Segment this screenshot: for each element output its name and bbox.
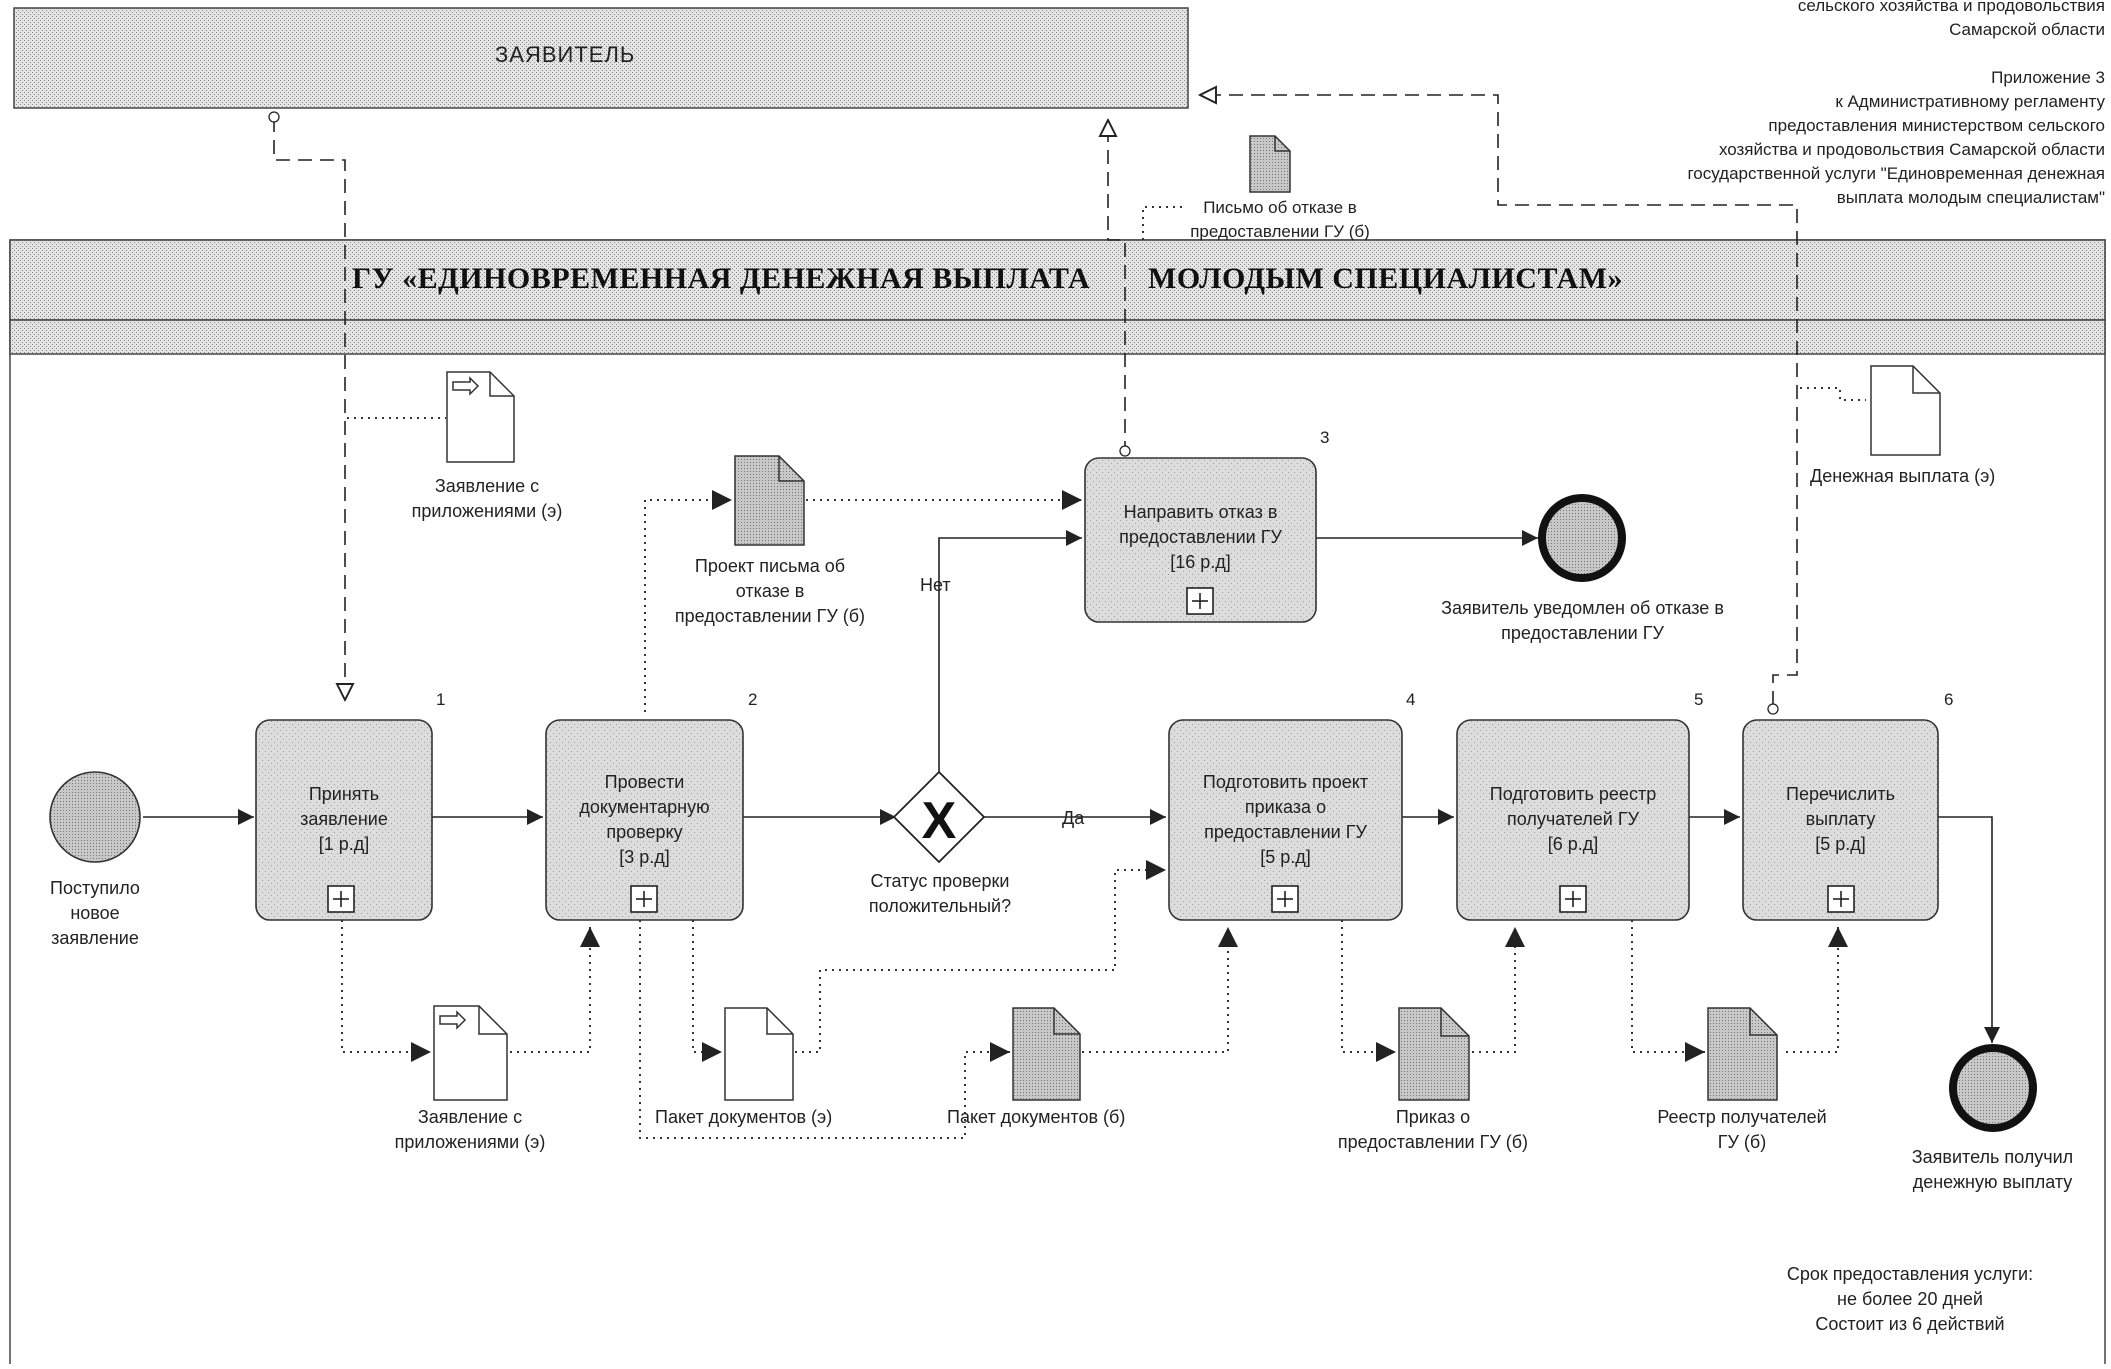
doc-app-top [446,371,515,463]
doc-order [1398,1007,1470,1101]
plus-icon [1271,885,1299,913]
task-1-number: 1 [436,690,446,709]
task-2 [545,719,744,921]
end-event-refused [1538,494,1626,582]
task-3 [1084,457,1317,623]
task-6-number: 6 [1944,690,1954,709]
doc-app-bottom [433,1005,508,1101]
header-line5: предоставления министерством сельского [1768,116,2105,135]
start-event [49,771,141,863]
sequence-flows [143,530,2000,1043]
plus-icon [1827,885,1855,913]
send-icon [439,1010,467,1030]
task-2-number: 2 [748,690,758,709]
subprocess-markers [327,587,1855,913]
send-icon [452,376,480,396]
doc-draft-letter [734,455,805,546]
doc-registry [1707,1007,1778,1101]
footer-note: Срок предоставления услуги:не более 20 д… [1786,1264,2034,1334]
header-line8: выплата молодым специалистам" [1836,188,2105,207]
task-6 [1742,719,1939,921]
task-4 [1168,719,1403,921]
service-lane-band [9,319,2106,355]
header-org-line2: Самарской области [1949,20,2105,39]
task-5 [1456,719,1690,921]
gateway-no-label: Нет [920,575,951,595]
plus-icon [1559,885,1587,913]
header-line4: к Административному регламенту [1835,92,2105,111]
doc-payment [1870,365,1941,456]
doc-payment-label: Денежная выплата (э) [1810,466,1996,486]
plus-icon [630,885,658,913]
header-line7: государственной услуги "Единовременная д… [1687,164,2105,183]
header-org-line1: сельского хозяйства и продовольствия [1797,0,2105,15]
doc-pkg-b [1012,1007,1081,1101]
doc-pkg-b-label: Пакет документов (б) [947,1107,1126,1127]
service-pool-title-part1: ГУ «ЕДИНОВРЕМЕННАЯ ДЕНЕЖНАЯ ВЫПЛАТА [352,262,1091,295]
applicant-pool [13,7,1189,109]
exclusive-gateway: X [892,770,986,864]
gateway-symbol: X [922,792,957,850]
gateway-yes-label: Да [1062,808,1085,828]
service-pool-title-part2: МОЛОДЫМ СПЕЦИАЛИСТАМ» [1148,262,1623,295]
task-5-number: 5 [1694,690,1704,709]
plus-icon [327,885,355,913]
data-associations [341,206,1866,1139]
task-3-number: 3 [1320,428,1330,447]
doc-pkg-e [724,1007,794,1101]
task-1 [255,719,433,921]
doc-refusal-letter [1249,135,1291,193]
tasks [255,457,1939,921]
header-appendix: Приложение 3 [1991,68,2105,87]
doc-pkg-e-label: Пакет документов (э) [655,1107,833,1127]
header-line6: хозяйства и продовольствия Самарской обл… [1718,140,2105,159]
task-4-number: 4 [1406,690,1416,709]
end-event-paid [1949,1044,2037,1132]
message-flows [273,95,1798,705]
plus-icon [1186,587,1214,615]
applicant-pool-title: ЗАЯВИТЕЛЬ [495,42,636,67]
